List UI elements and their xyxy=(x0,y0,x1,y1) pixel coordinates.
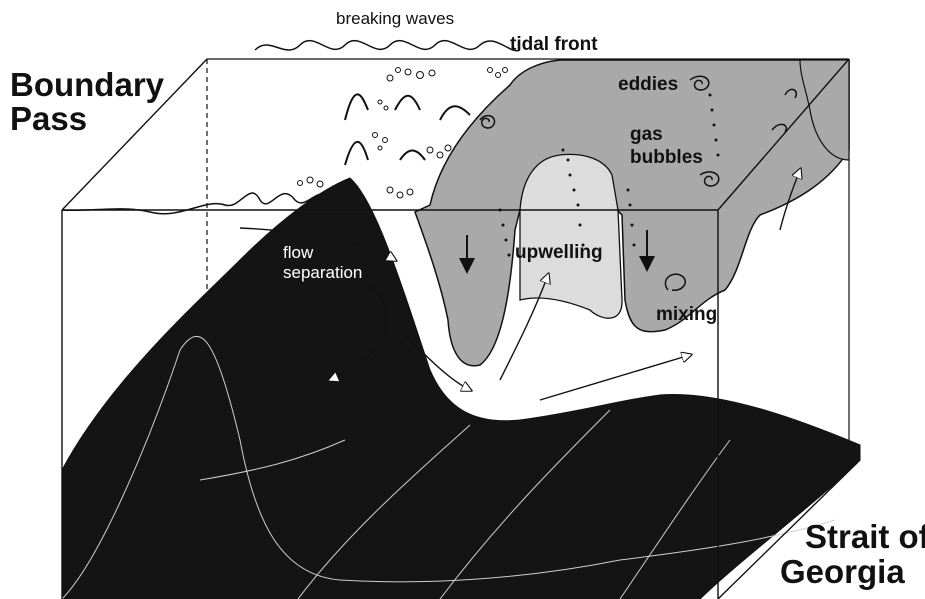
gas-bubbles-label-line2: bubbles xyxy=(630,147,703,168)
flow-separation-label-line2: separation xyxy=(283,263,362,282)
upwelling-label: upwelling xyxy=(515,242,603,263)
tidal-front-label: tidal front xyxy=(510,34,598,55)
upwelling-core xyxy=(520,154,622,318)
boundary-pass-label-line2: Pass xyxy=(10,100,87,137)
plume-region xyxy=(415,60,849,366)
gas-bubbles-label-line1: gas xyxy=(630,124,663,145)
boundary-pass-label-line1: Boundary xyxy=(10,66,165,103)
breaking-waves-label: breaking waves xyxy=(336,9,454,28)
strait-of-georgia-label-line1: Strait of xyxy=(805,518,925,555)
eddies-label: eddies xyxy=(618,74,678,95)
flow-separation-label-line1: flow xyxy=(283,243,314,262)
strait-of-georgia-label-line2: Georgia xyxy=(780,553,905,590)
mixing-label: mixing xyxy=(656,304,717,325)
